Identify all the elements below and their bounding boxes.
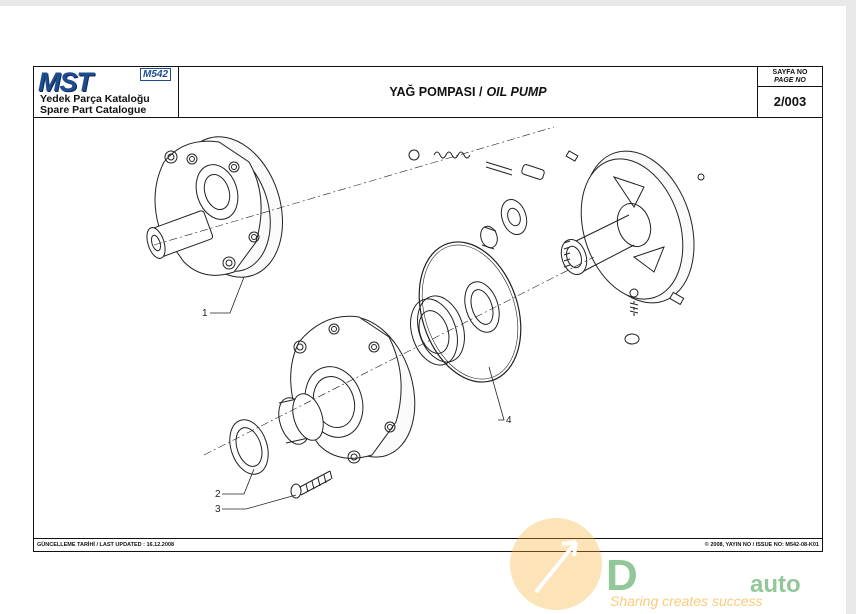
o-ring	[418, 241, 522, 383]
callout-1: 1	[202, 308, 208, 319]
page-title-en: OIL PUMP	[486, 85, 547, 99]
catalog-title-en: Spare Part Catalogue	[40, 104, 147, 116]
brand-logo: MST	[38, 67, 93, 97]
logo-block: MST M542 Yedek Parça Kataloğu Spare Part…	[34, 67, 179, 117]
watermark-slogan: Sharing creates success	[610, 593, 763, 609]
catalog-sheet: MST M542 Yedek Parça Kataloğu Spare Part…	[33, 66, 823, 552]
page-divider	[758, 86, 822, 87]
bushing	[278, 393, 324, 445]
catalog-title-tr: Yedek Parça Kataloğu	[40, 93, 150, 105]
needle-bearing	[480, 225, 498, 250]
callout-2: 2	[215, 489, 221, 500]
sheet-header: MST M542 Yedek Parça Kataloğu Spare Part…	[34, 67, 822, 118]
page-title: YAĞ POMPASI / OIL PUMP	[179, 67, 758, 117]
watermark-logo: D auto Sharing creates success	[510, 518, 801, 610]
window-top-shade	[0, 0, 856, 6]
model-badge: M542	[140, 68, 172, 81]
page-number-block: SAYFA NO PAGE NO 2/003	[758, 67, 822, 117]
page-label-tr: SAYFA NO	[772, 69, 808, 76]
watermark-brand-d: D	[606, 551, 638, 600]
watermark-brand-auto: auto	[750, 571, 801, 598]
last-updated: GÜNCELLEME TARİHİ / LAST UPDATED : 16.12…	[37, 542, 175, 548]
rear-plate	[580, 150, 695, 304]
exploded-view-drawing: 1 2 3 4	[146, 126, 705, 515]
page-number: 2/003	[773, 94, 807, 109]
relief-valve-parts	[408, 149, 705, 345]
callout-3: 3	[215, 504, 221, 515]
shaft-seal	[229, 419, 269, 475]
window-right-shade	[846, 0, 856, 614]
small-gear	[500, 198, 528, 236]
callout-4: 4	[506, 415, 512, 426]
sheet-footer: GÜNCELLEME TARİHİ / LAST UPDATED : 16.12…	[34, 538, 822, 551]
inner-ring	[464, 281, 500, 333]
gear-ring	[410, 295, 465, 366]
issue-number: © 2008, YAYIN NO / ISSUE NO: M542-08-K01	[704, 542, 819, 548]
screw	[290, 470, 333, 499]
pump-housing-upper	[146, 136, 284, 278]
page-label-en: PAGE NO	[774, 77, 806, 84]
page-title-tr: YAĞ POMPASI /	[389, 85, 483, 99]
drive-shaft	[560, 214, 635, 276]
watermark-arrow-icon	[534, 540, 578, 594]
